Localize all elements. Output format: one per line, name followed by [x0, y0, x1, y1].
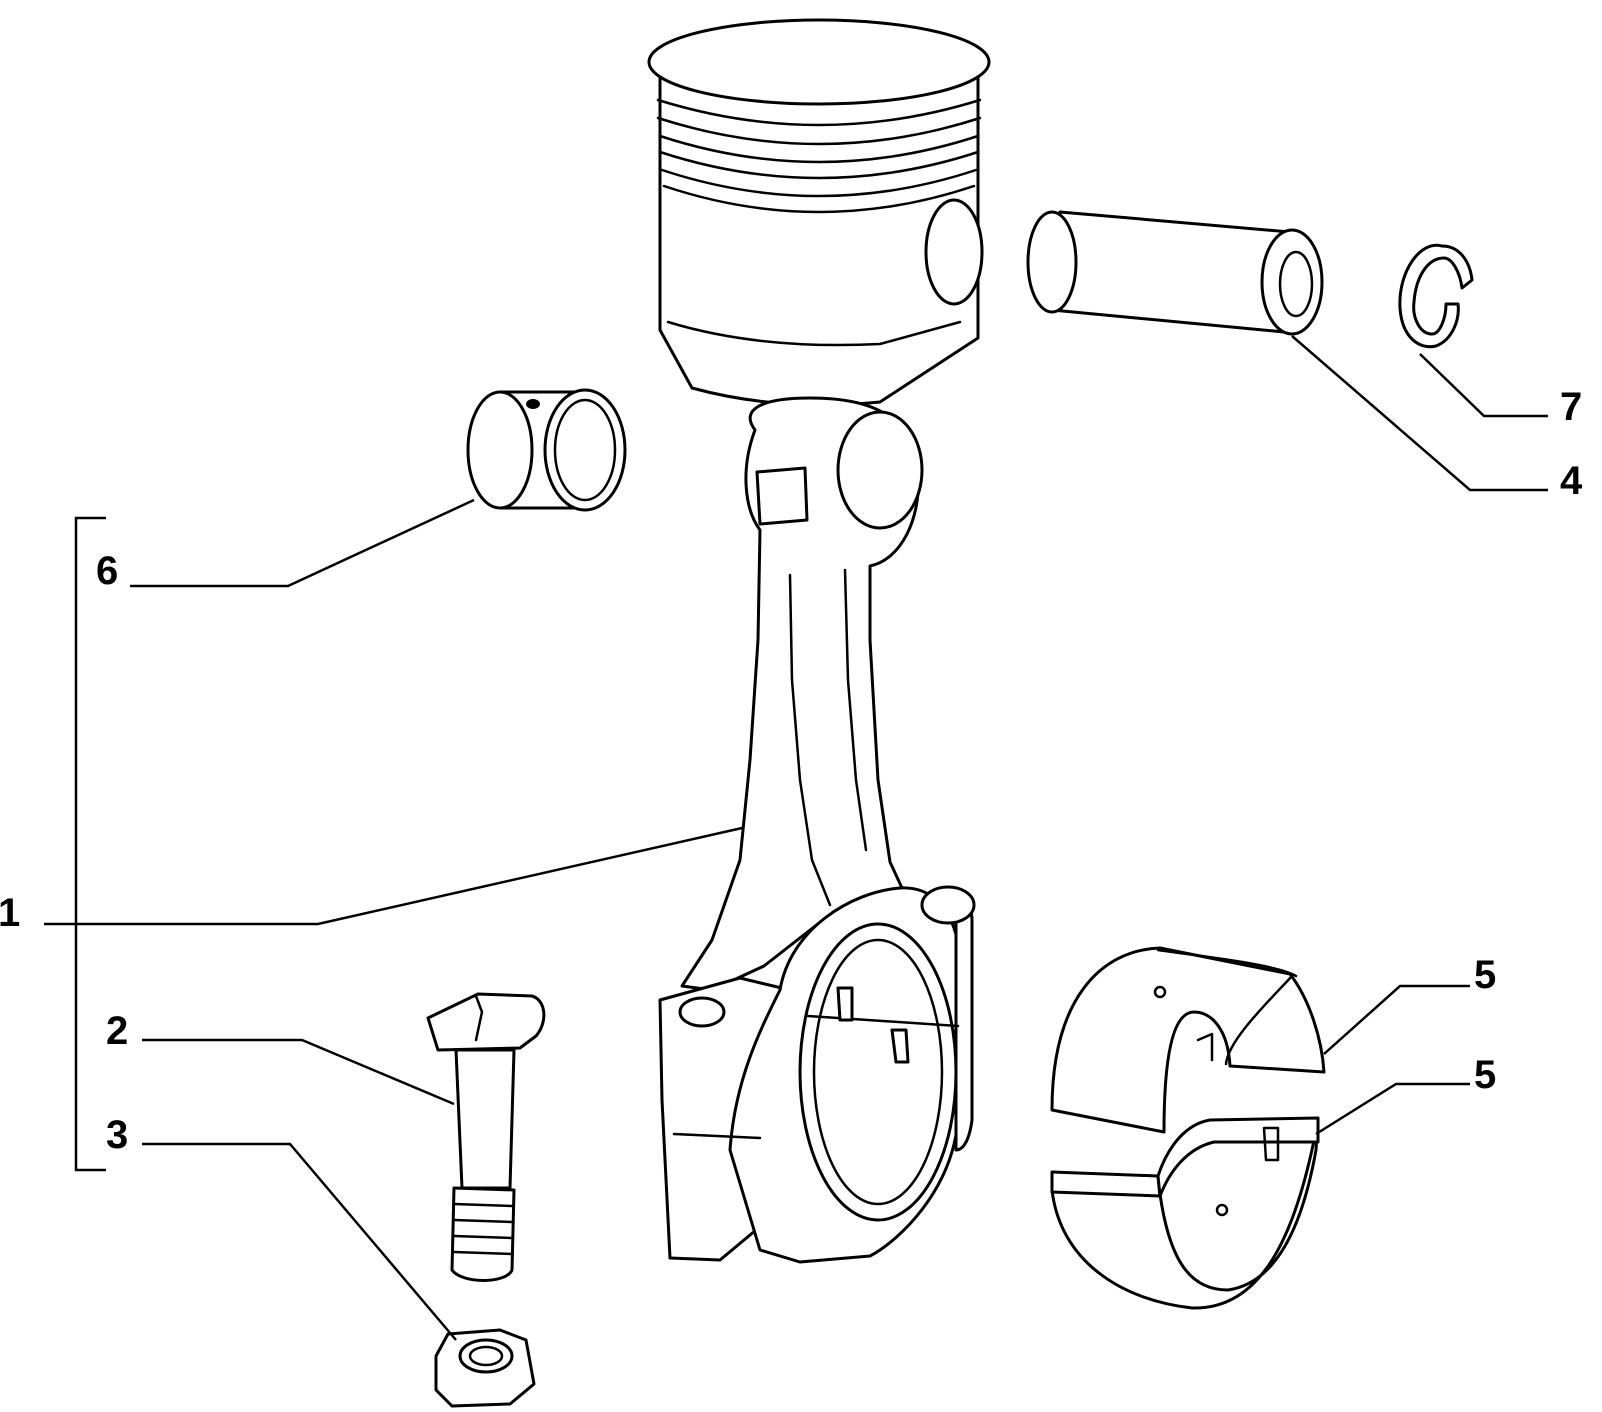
callout-7: 7 [1560, 385, 1582, 429]
callout-5a: 5 [1474, 953, 1496, 997]
callout-5b: 5 [1474, 1053, 1496, 1097]
leader-line-5a [1323, 984, 1470, 1055]
assembly-bracket [74, 516, 106, 1172]
small-end-bushing [466, 388, 627, 512]
callout-3: 3 [106, 1113, 128, 1157]
callout-2: 2 [106, 1009, 128, 1053]
nut [434, 1328, 536, 1408]
upper-bearing-shell [1050, 946, 1326, 1134]
leader-line-5b [1315, 1082, 1470, 1136]
lower-bearing-shell [1050, 1116, 1320, 1310]
leader-line-4 [1291, 335, 1548, 492]
leader-line-1 [44, 826, 743, 926]
leader-line-2 [142, 1038, 455, 1106]
piston-pin [1026, 210, 1324, 336]
leader-line-7 [1419, 353, 1548, 418]
leader-line-3 [142, 1142, 457, 1341]
connecting-rod [658, 396, 976, 1264]
piston [647, 18, 991, 407]
callout-6: 6 [96, 549, 118, 593]
connecting-rod-bolt [426, 992, 546, 1282]
circlip [1398, 243, 1474, 349]
callout-4: 4 [1560, 459, 1583, 503]
leader-line-6 [130, 498, 475, 588]
callout-1: 1 [0, 891, 20, 935]
